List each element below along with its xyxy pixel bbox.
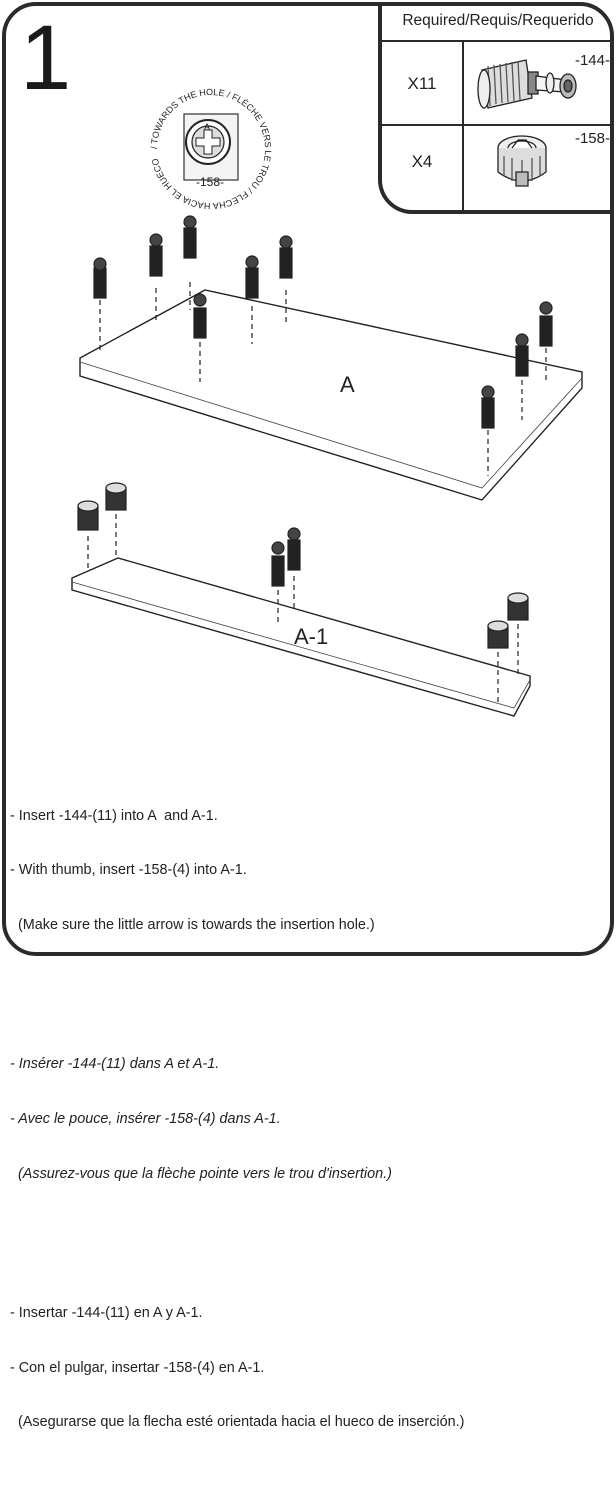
cam-bolt-144	[94, 258, 106, 352]
cam-lock-158	[78, 501, 98, 572]
instruction-line: (Asegurarse que la flecha esté orientada…	[10, 1413, 464, 1431]
instruction-line: - Insertar -144-(11) en A y A-1.	[10, 1304, 464, 1322]
instruction-line: (Make sure the little arrow is towards t…	[10, 916, 464, 934]
panel-a1-label: A-1	[294, 624, 328, 649]
cam-lock-158	[106, 483, 126, 556]
panel-a-label: A	[340, 372, 355, 397]
panel-a1: A-1	[72, 558, 530, 716]
cam-bolt-144	[288, 528, 300, 612]
instruction-line: - Insert -144-(11) into A and A-1.	[10, 807, 464, 825]
instruction-line: - Con el pulgar, insertar -158-(4) en A-…	[10, 1359, 464, 1377]
instructions-french: - Insérer -144-(11) dans A et A-1. - Ave…	[10, 1019, 464, 1219]
instruction-line: - Avec le pouce, insérer -158-(4) dans A…	[10, 1110, 464, 1128]
instruction-line: (Assurez-vous que la flèche pointe vers …	[10, 1165, 464, 1183]
instruction-line: - With thumb, insert -158-(4) into A-1.	[10, 861, 464, 879]
panel-a: A	[80, 290, 582, 500]
cam-bolt-144	[150, 234, 162, 320]
cam-lock-158	[508, 593, 528, 674]
instructions-spanish: - Insertar -144-(11) en A y A-1. - Con e…	[10, 1268, 464, 1468]
instruction-line: - Insérer -144-(11) dans A et A-1.	[10, 1055, 464, 1073]
instructions-english: - Insert -144-(11) into A and A-1. - Wit…	[10, 770, 464, 970]
instructions: - Insert -144-(11) into A and A-1. - Wit…	[10, 734, 464, 1498]
